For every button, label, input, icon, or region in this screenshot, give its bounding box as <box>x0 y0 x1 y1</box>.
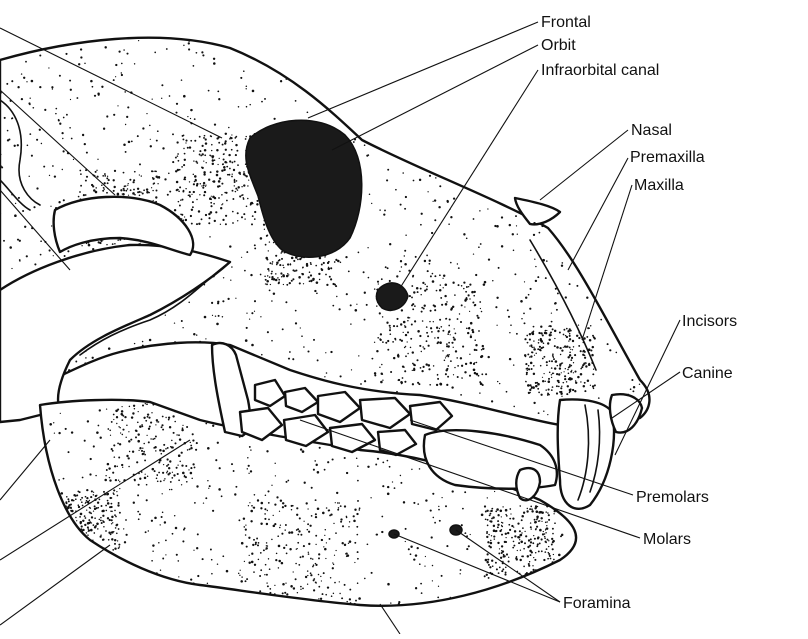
leader-left-1 <box>0 89 116 196</box>
infraorbital-opening <box>375 282 409 312</box>
canine-ridge <box>589 409 601 493</box>
label-maxilla: Maxilla <box>634 177 684 194</box>
cranium-suture <box>0 99 41 206</box>
leader-left-5 <box>0 544 111 626</box>
label-frontal: Frontal <box>541 14 591 31</box>
leader-lines <box>0 21 681 635</box>
lower-tooth-row <box>238 406 418 457</box>
leader-premolars <box>409 419 634 496</box>
leader-orbit <box>331 44 539 151</box>
leader-left-4 <box>0 439 191 561</box>
cranium-suture <box>0 179 31 211</box>
zygomatic-arch <box>0 243 232 424</box>
premolar-lower <box>376 428 418 457</box>
label-premaxilla: Premaxilla <box>630 149 705 166</box>
molar-upper <box>316 390 362 424</box>
leader-nasal <box>539 129 629 201</box>
leader-bottom <box>379 603 401 635</box>
molar-lower <box>282 413 330 448</box>
leader-molars <box>299 419 641 539</box>
label-molars: Molars <box>643 531 691 548</box>
molar-upper <box>358 396 412 430</box>
label-incisors: Incisors <box>682 313 737 330</box>
premolar-upper <box>283 386 320 414</box>
nasal-bone <box>513 196 562 226</box>
postorbital-process <box>52 195 195 257</box>
leader-incisors <box>614 319 681 456</box>
label-premolars: Premolars <box>636 489 709 506</box>
canine-ridge <box>577 404 590 501</box>
molar-upper <box>408 400 454 432</box>
lower-canine <box>515 466 542 502</box>
label-nasal: Nasal <box>631 122 672 139</box>
maxilla-suture <box>529 239 597 371</box>
premolar-upper <box>253 378 287 408</box>
upper-canine <box>556 398 616 511</box>
label-infraorbital-canal: Infraorbital canal <box>541 62 659 79</box>
leader-infraorbital <box>399 69 539 289</box>
label-foramina: Foramina <box>563 595 631 612</box>
leader-left-2 <box>0 189 71 271</box>
incisor <box>608 393 644 434</box>
leader-left-3 <box>0 439 51 501</box>
molar-lower <box>238 406 284 442</box>
orbit-shape <box>245 119 363 259</box>
leader-premaxilla <box>567 157 629 271</box>
zygomatic-suture <box>79 261 231 356</box>
leader-frontal-left <box>0 27 223 139</box>
leader-foramina-b <box>455 529 561 603</box>
leader-foramina-a <box>393 533 561 603</box>
label-orbit: Orbit <box>541 37 576 54</box>
mandible-stippling <box>40 399 577 606</box>
label-canine: Canine <box>682 365 733 382</box>
leader-maxilla <box>581 184 633 341</box>
leader-frontal <box>307 21 539 119</box>
leader-canine <box>611 371 681 419</box>
